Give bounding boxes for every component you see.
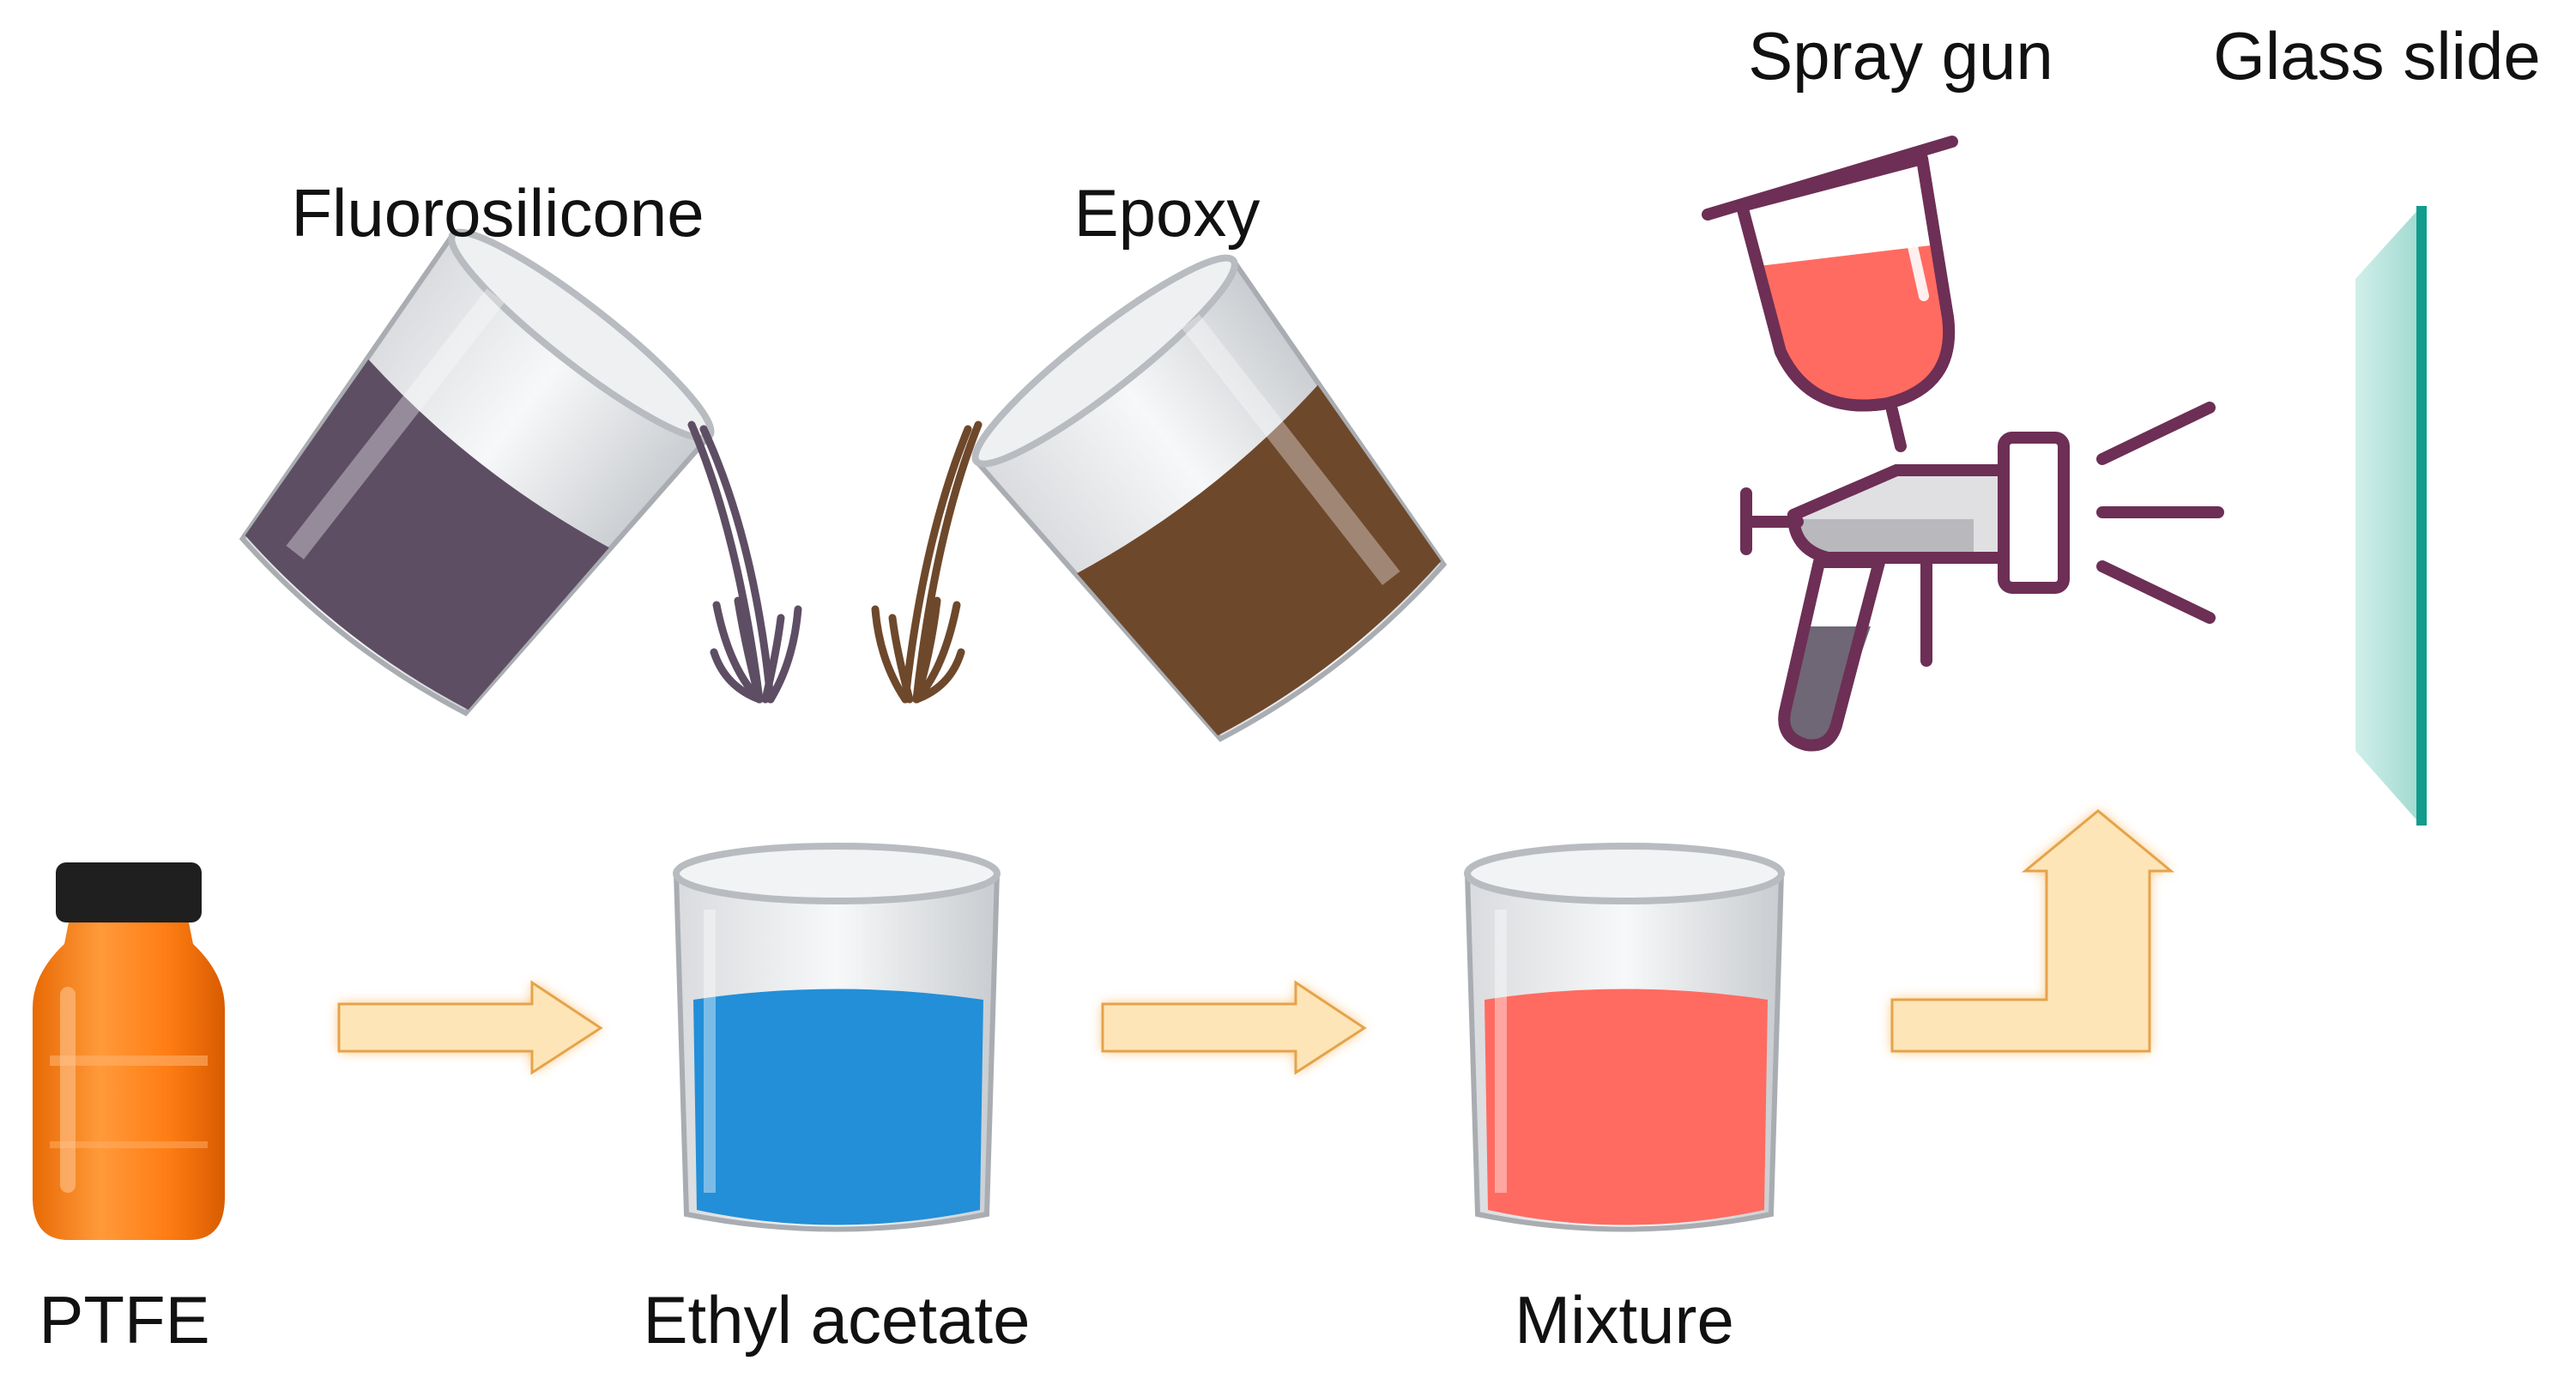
mixture-beaker-icon <box>1464 843 1785 1232</box>
epoxy-stream-icon <box>871 420 983 704</box>
epoxy-liquid <box>1077 384 1442 736</box>
label-fluorosilicone: Fluorosilicone <box>291 175 704 251</box>
fluorosilicone-stream-icon <box>687 420 802 704</box>
mixture-liquid <box>1485 989 1768 1225</box>
flow-arrow-3-bent <box>1890 809 2175 1053</box>
label-mixture: Mixture <box>1515 1282 1734 1358</box>
fluorosilicone-liquid <box>245 359 609 711</box>
fluorosilicone-beaker-icon <box>239 228 715 717</box>
label-spray-gun: Spray gun <box>1748 18 2053 94</box>
epoxy-beaker-icon <box>971 254 1448 742</box>
label-epoxy: Epoxy <box>1074 175 1261 251</box>
flow-arrow-2 <box>1101 980 1367 1075</box>
label-ptfe: PTFE <box>39 1282 209 1358</box>
label-ethyl-acetate: Ethyl acetate <box>644 1282 1031 1358</box>
ethyl-acetate-liquid <box>693 989 983 1225</box>
spray-gun-icon <box>1702 136 2224 752</box>
flow-arrow-1 <box>337 980 603 1075</box>
ethyl-acetate-beaker-icon <box>673 843 1001 1232</box>
ptfe-bottle-icon <box>33 862 225 1240</box>
glass-slide-icon <box>2355 206 2427 826</box>
label-glass-slide: Glass slide <box>2213 18 2540 94</box>
